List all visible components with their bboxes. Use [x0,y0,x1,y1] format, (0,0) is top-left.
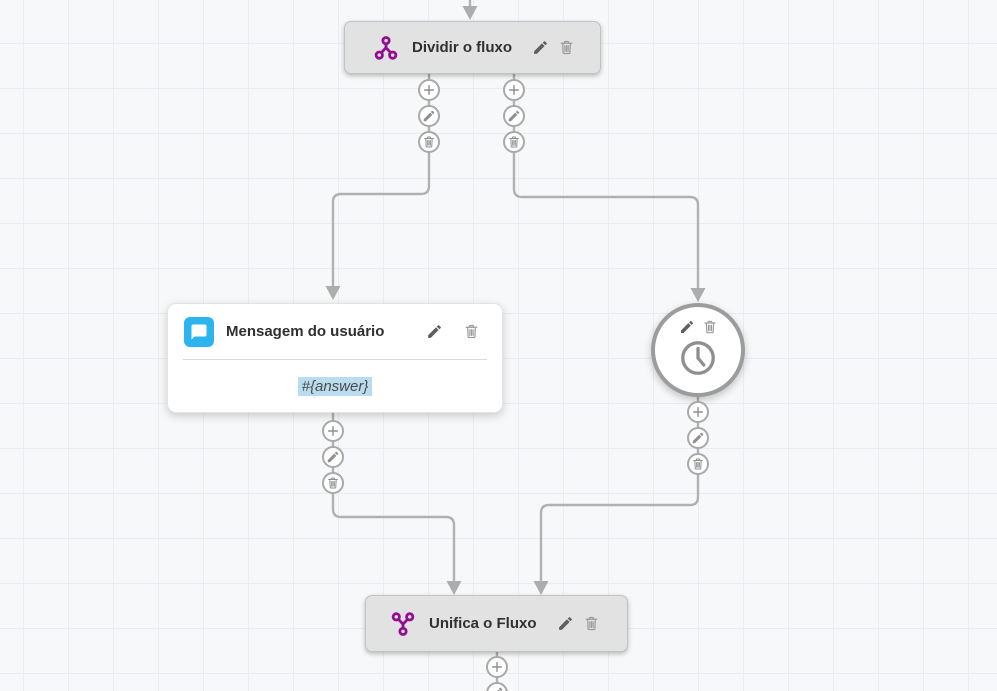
connector-split-to-message [331,74,431,287]
delete-connection-button[interactable] [503,131,525,153]
delete-node-button[interactable] [583,615,600,632]
message-node-body: #{answer} [168,360,502,413]
node-mensagem-do-usuario[interactable]: Mensagem do usuário #{answer} [167,303,503,413]
arrowhead-into-merge-node-right [533,581,549,595]
chat-bubble-icon [184,316,214,347]
node-timer[interactable] [651,303,745,397]
delete-connection-button[interactable] [687,453,709,475]
delete-connection-button[interactable] [418,131,440,153]
timer-node-actions [679,319,718,335]
node-title: Unifica o Fluxo [429,615,537,632]
edit-node-button[interactable] [532,39,549,56]
add-block-button[interactable] [503,79,525,101]
merge-flow-icon [390,611,416,637]
arrowhead-into-timer-node [690,288,706,302]
add-block-button[interactable] [486,656,508,678]
edit-connection-button[interactable] [503,105,525,127]
message-body-variable: #{answer} [297,377,373,396]
delete-node-button[interactable] [558,39,575,56]
connector-split-to-timer [512,74,700,288]
edit-connection-button[interactable] [418,105,440,127]
edit-node-button[interactable] [679,319,695,335]
node-dividir-o-fluxo[interactable]: Dividir o fluxo [344,21,601,74]
node-unifica-o-fluxo[interactable]: Unifica o Fluxo [365,595,628,652]
connector-timer-to-merge [539,397,700,582]
card-divider [183,359,487,360]
node-title: Dividir o fluxo [412,39,513,56]
node-title: Mensagem do usuário [226,323,385,340]
delete-node-button[interactable] [702,319,718,335]
delete-connection-button[interactable] [322,472,344,494]
connector-message-to-merge [331,413,456,582]
edit-node-button[interactable] [557,615,574,632]
edit-connection-button[interactable] [687,427,709,449]
arrowhead-into-split-node [462,6,478,20]
add-block-button[interactable] [322,420,344,442]
split-flow-icon [373,35,399,61]
delete-node-button[interactable] [463,323,480,340]
edit-node-button[interactable] [426,323,443,340]
clock-icon [677,337,719,379]
arrowhead-into-merge-node-left [446,581,462,595]
add-block-button[interactable] [418,79,440,101]
add-block-button[interactable] [687,401,709,423]
arrowhead-into-message-node [325,286,341,300]
message-node-header: Mensagem do usuário [168,304,502,359]
edit-connection-button[interactable] [322,446,344,468]
